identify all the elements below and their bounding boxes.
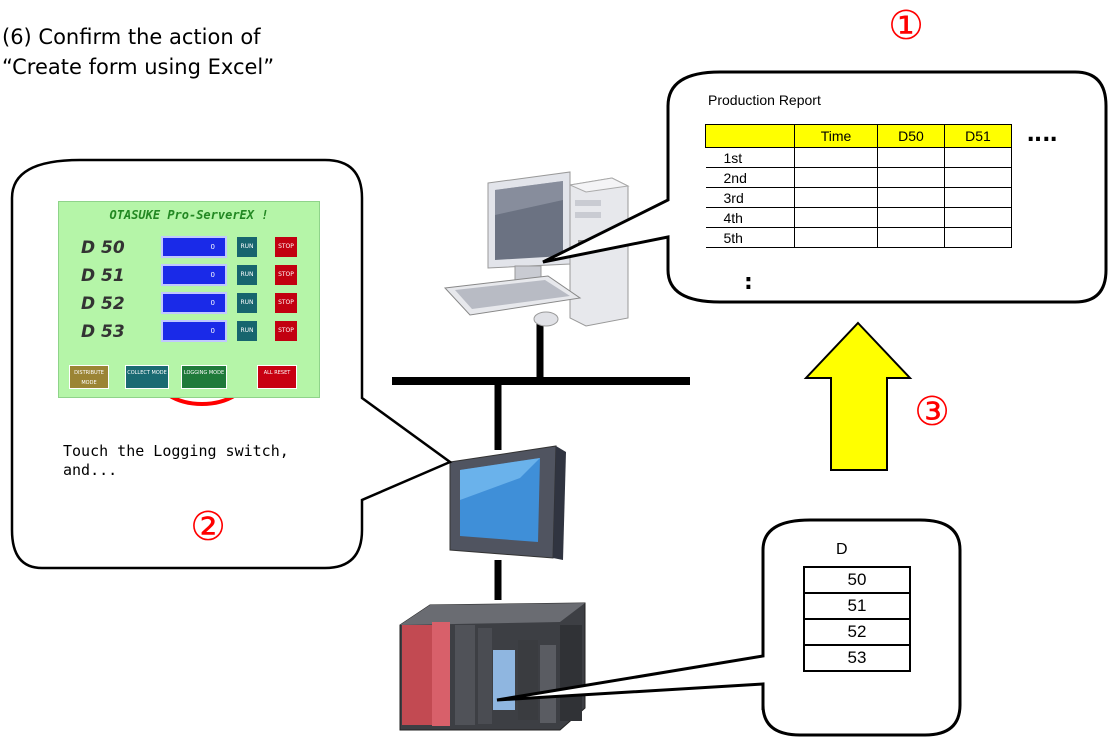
report-cell	[794, 147, 878, 168]
report-cell	[877, 227, 945, 248]
register-label: D 53	[81, 322, 125, 342]
report-cell	[877, 207, 945, 228]
heading-line-1: (6) Confirm the action of	[2, 25, 261, 49]
touch-panel-device-icon	[449, 445, 566, 560]
register-label: D 50	[81, 238, 125, 258]
touch-instruction-line-2: and...	[63, 461, 118, 479]
device-table-header: D	[836, 541, 848, 558]
device-register-row: 52	[803, 618, 911, 646]
report-header-cell: D51	[944, 124, 1012, 148]
touch-panel-title: OTASUKE Pro-ServerEX !	[109, 208, 269, 222]
report-cell	[794, 167, 878, 188]
report-row: 2nd	[705, 167, 1012, 188]
report-cell	[944, 227, 1012, 248]
register-row-d51: D 51 0 RUN STOP	[59, 264, 319, 290]
plc-device-icon	[399, 602, 586, 731]
step-marker-2: ②	[190, 504, 226, 550]
section-heading: (6) Confirm the action of “Create form u…	[2, 22, 274, 82]
report-cell	[944, 187, 1012, 208]
up-arrow-icon	[803, 321, 913, 471]
run-button[interactable]: RUN	[237, 293, 257, 313]
touch-instruction-text: Touch the Logging switch, and...	[63, 442, 289, 480]
collect-mode-button[interactable]: COLLECT MODE	[125, 365, 169, 389]
touch-instruction-line-1: Touch the Logging switch,	[63, 442, 289, 460]
computer-icon	[443, 171, 630, 327]
distribute-mode-button[interactable]: DISTRIBUTE MODE	[69, 365, 109, 389]
stop-button[interactable]: STOP	[275, 293, 297, 313]
device-register-cell: 53	[803, 644, 911, 672]
report-header-row: Time D50 D51	[705, 124, 1012, 148]
report-row-label: 1st	[705, 147, 795, 168]
report-cell	[944, 167, 1012, 188]
report-cell	[877, 187, 945, 208]
report-title: Production Report	[708, 92, 821, 108]
report-cell	[794, 207, 878, 228]
device-register-cell: 50	[803, 566, 911, 594]
register-value-display: 0	[161, 292, 227, 314]
stop-button[interactable]: STOP	[275, 321, 297, 341]
report-header-cell: Time	[794, 124, 878, 148]
step-marker-1: ①	[888, 3, 924, 49]
register-label: D 52	[81, 294, 125, 314]
register-value-display: 0	[161, 264, 227, 286]
report-row-label: 2nd	[705, 167, 795, 188]
report-row: 5th	[705, 227, 1012, 248]
production-report-table: Time D50 D51 1st 2nd 3rd 4th 5th	[705, 124, 1012, 248]
report-row: 1st	[705, 147, 1012, 168]
register-label: D 51	[81, 266, 125, 286]
step-marker-3: ③	[914, 389, 950, 435]
register-row-d53: D 53 0 RUN STOP	[59, 320, 319, 346]
report-cell	[944, 147, 1012, 168]
device-register-row: 51	[803, 592, 911, 620]
report-row: 4th	[705, 207, 1012, 228]
run-button[interactable]: RUN	[237, 237, 257, 257]
stop-button[interactable]: STOP	[275, 265, 297, 285]
report-row-label: 4th	[705, 207, 795, 228]
report-cell	[944, 207, 1012, 228]
device-register-cell: 52	[803, 618, 911, 646]
run-button[interactable]: RUN	[237, 321, 257, 341]
report-cell	[877, 167, 945, 188]
more-columns-ellipsis: ‥‥	[1027, 122, 1059, 147]
report-row-label: 5th	[705, 227, 795, 248]
device-register-row: 53	[803, 644, 911, 672]
report-cell	[877, 147, 945, 168]
logging-mode-button[interactable]: LOGGING MODE	[181, 365, 227, 389]
report-header-cell: D50	[877, 124, 945, 148]
touch-panel-screen: OTASUKE Pro-ServerEX ! D 50 0 RUN STOP D…	[58, 201, 320, 398]
device-register-table: 50 51 52 53	[803, 566, 911, 672]
register-row-d50: D 50 0 RUN STOP	[59, 236, 319, 262]
report-header-cell	[705, 124, 795, 148]
run-button[interactable]: RUN	[237, 265, 257, 285]
device-register-row: 50	[803, 566, 911, 594]
heading-line-2: “Create form using Excel”	[2, 55, 275, 79]
stop-button[interactable]: STOP	[275, 237, 297, 257]
register-value-display: 0	[161, 236, 227, 258]
report-cell	[794, 227, 878, 248]
report-row-label: 3rd	[705, 187, 795, 208]
device-register-cell: 51	[803, 592, 911, 620]
all-reset-button[interactable]: ALL RESET	[257, 365, 297, 389]
network-lines	[392, 318, 690, 600]
more-rows-ellipsis: :	[744, 270, 753, 295]
report-row: 3rd	[705, 187, 1012, 208]
register-value-display: 0	[161, 320, 227, 342]
register-row-d52: D 52 0 RUN STOP	[59, 292, 319, 318]
report-cell	[794, 187, 878, 208]
